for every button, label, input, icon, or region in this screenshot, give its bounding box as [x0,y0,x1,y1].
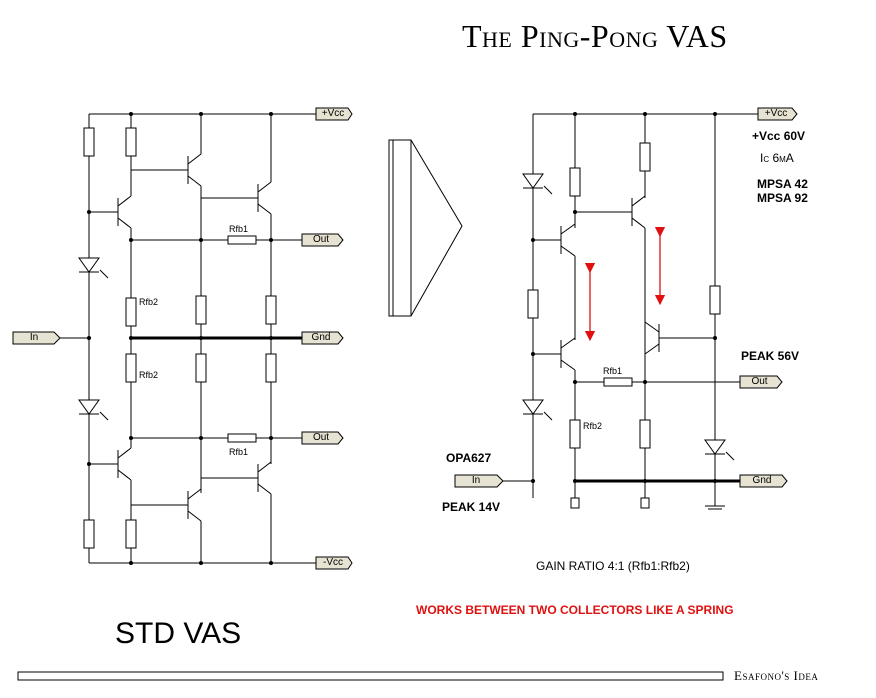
pp-port-in: In [471,475,481,486]
std-port-out-bot: Out [312,432,330,443]
ping-pong-vas-circuit [503,113,758,510]
page-title: The Ping-Pong VAS [462,18,728,54]
spec-ic: Ic 6mA [760,151,794,165]
std-port-in: In [29,332,39,343]
pp-port-out-shape [739,375,783,389]
std-port-out-top: Out [312,234,330,245]
pp-port-in-shape [454,474,504,488]
std-junction-dots [87,112,273,565]
opamp-note: OPA627 [446,451,492,465]
pp-rfb1-label: Rfb1 [603,366,623,376]
spec-transistor-2: MPSA 92 [757,191,808,205]
std-rfb1-top-label: Rfb1 [229,224,249,234]
transform-arrow [388,139,463,317]
std-port-vcc-pos-shape [315,107,353,121]
spec-vcc: +Vcc 60V [752,129,806,143]
std-rfb2-bot-label: Rfb2 [139,370,159,380]
std-port-out-bot-shape [301,431,344,445]
std-port-vcc-neg: -Vcc [323,557,343,568]
pp-port-gnd: Gnd [752,475,772,486]
peak-in-note: PEAK 14V [442,500,501,514]
std-port-gnd-shape [301,331,344,345]
footer-bar [17,671,724,681]
pp-port-vcc: +Vcc [764,108,788,119]
std-port-in-shape [12,331,61,345]
pp-port-out: Out [751,376,768,387]
gain-ratio-note: GAIN RATIO 4:1 (Rfb1:Rfb2) [536,559,690,573]
std-port-vcc-pos: +Vcc [321,108,345,119]
spring-note: WORKS BETWEEN TWO COLLECTORS LIKE A SPRI… [416,603,734,617]
spec-transistor-1: MPSA 42 [757,177,808,191]
pp-port-vcc-shape [757,107,798,121]
std-rfb1-bot-label: Rfb1 [229,447,249,457]
pp-port-gnd-shape [739,474,788,488]
pp-rfb2-label: Rfb2 [583,421,603,431]
std-vas-label: STD VAS [115,617,242,650]
std-port-out-top-shape [301,233,344,247]
std-port-vcc-neg-shape [315,556,353,570]
pp-junction-dots [531,112,717,483]
std-rfb2-top-label: Rfb2 [139,297,159,307]
std-port-gnd: Gnd [311,332,331,343]
footer-credit: Esafono's Idea [734,668,819,683]
peak-out-note: PEAK 56V [741,349,800,363]
